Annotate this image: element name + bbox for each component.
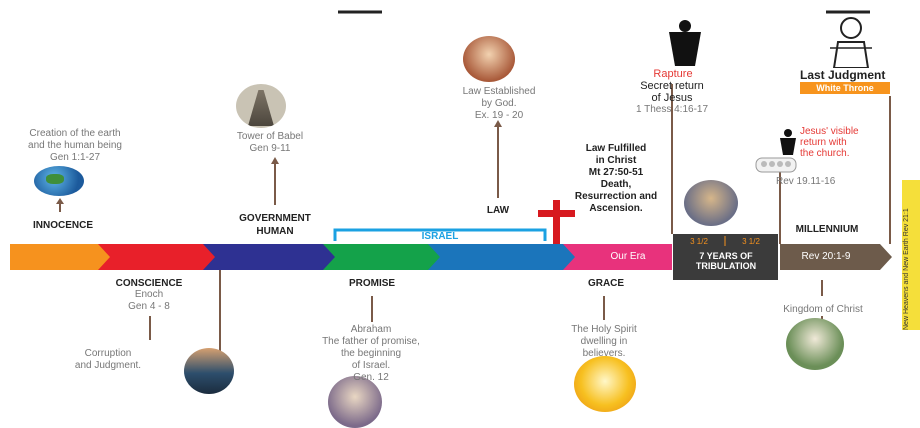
new-heavens-caption: New Heavens and New Earth Rev 21:1 [903, 208, 910, 330]
dove-icon [574, 356, 636, 412]
visible-return-line-2: return with [800, 137, 847, 148]
segment-grace [563, 244, 672, 270]
rapture-line-1: Secret return [640, 80, 704, 92]
law-established-note: Law Established by God. Ex. 19 - 20 [434, 86, 564, 122]
half-right-label: 3 1/2 [742, 237, 760, 246]
creation-line-1: Creation of the earth [29, 128, 121, 139]
corruption-line-1: Corruption [84, 348, 132, 359]
law-fulfilled-line-5: Resurrection and [574, 191, 658, 202]
government-line-2: HUMAN [256, 226, 294, 237]
holy-spirit-line-1: The Holy Spirit [571, 324, 637, 335]
government-line-1: GOVERNMENT [239, 213, 311, 224]
babel-note: Tower of Babel Gen 9-11 [210, 131, 330, 155]
flood-icon [184, 348, 234, 394]
label-conscience: CONSCIENCE [115, 278, 183, 289]
tribulation-line-1: 7 YEARS OF [699, 251, 753, 261]
saints-cloud-icon [755, 157, 797, 173]
kingdom-icon [786, 318, 844, 370]
our-era-label: Our Era [610, 251, 646, 262]
israel-bracket [333, 228, 547, 241]
half-left-label: 3 1/2 [690, 237, 708, 246]
segment-conscience [98, 244, 217, 270]
new-heavens-side-bar: New Heavens and New Earth Rev 21:1 [902, 180, 920, 330]
abraham-line-3: the beginning [340, 348, 402, 359]
cross-vertical [553, 200, 560, 244]
visible-return-line-3: the church. [800, 148, 850, 159]
tribulation-line-2: TRIBULATION [695, 261, 757, 271]
enoch-line-2: Gen 4 - 8 [128, 301, 170, 312]
rapture-note: Secret return of Jesus [622, 80, 722, 104]
label-promise: PROMISE [348, 278, 396, 289]
holy-spirit-note: The Holy Spirit dwelling in believers. [552, 324, 656, 360]
corruption-note: Corruption and Judgment. [48, 348, 168, 372]
segment-law [428, 244, 577, 270]
law-fulfilled-line-1: Law Fulfilled [585, 143, 647, 154]
corruption-line-2: and Judgment. [74, 360, 142, 371]
cross-horizontal [538, 210, 575, 217]
kingdom-note: Kingdom of Christ [783, 304, 863, 315]
earth-icon [34, 166, 84, 196]
abraham-line-4: of Israel. [351, 360, 391, 371]
law-fulfilled-line-6: Ascension. [589, 203, 643, 214]
abraham-line-2: The father of promise, [322, 336, 420, 347]
millennium-ref: Rev 20:1-9 [801, 251, 851, 262]
abraham-line-5: Gen. 12 [353, 372, 389, 383]
moses-icon [463, 36, 515, 82]
law-fulfilled-line-2: in Christ [595, 155, 637, 166]
tower-of-babel-icon [236, 84, 286, 128]
returning-christ-icon [780, 129, 796, 155]
throne-judge-icon [830, 17, 872, 68]
law-established-line-2: by God. [481, 98, 517, 109]
rapture-title: Rapture [653, 68, 693, 80]
enoch-line-1: Enoch [134, 289, 164, 300]
label-law: LAW [486, 205, 510, 216]
label-government: GOVERNMENT HUMAN [220, 212, 330, 238]
rapture-line-2: of Jesus [651, 92, 693, 104]
abraham-line-1: Abraham [350, 324, 392, 335]
rapture-ref: 1 Thess 4:16-17 [635, 104, 709, 115]
abraham-note: Abraham The father of promise, the begin… [296, 324, 446, 384]
label-innocence: INNOCENCE [32, 220, 93, 231]
enoch-note: Enoch Gen 4 - 8 [104, 289, 194, 313]
israel-label: ISRAEL [421, 231, 459, 242]
horsemen-icon [684, 180, 738, 226]
babel-line-2: Gen 9-11 [249, 143, 291, 154]
abraham-icon [328, 376, 382, 428]
rapture-figure-icon [669, 20, 701, 66]
label-millennium: MILLENNIUM [795, 224, 859, 235]
last-judgment-title: Last Judgment [800, 68, 886, 82]
segment-innocence [10, 244, 112, 270]
creation-line-2: and the human being [28, 140, 122, 151]
visible-return-line-1: Jesus' visible [800, 126, 859, 137]
babel-line-1: Tower of Babel [236, 131, 304, 142]
holy-spirit-line-2: dwelling in [580, 336, 628, 347]
rev19-ref: Rev 19.11-16 [776, 176, 836, 187]
law-fulfilled-line-4: Death, [600, 179, 632, 190]
holy-spirit-line-3: believers. [582, 348, 626, 359]
segment-government [203, 244, 337, 270]
tribulation-label: 7 YEARS OF TRIBULATION [676, 251, 776, 271]
law-fulfilled-line-3: Mt 27:50-51 [588, 167, 644, 178]
law-established-line-1: Law Established [462, 86, 536, 97]
law-established-line-3: Ex. 19 - 20 [474, 110, 524, 121]
creation-line-3: Gen 1:1-27 [49, 152, 101, 163]
segment-promise [323, 244, 442, 270]
creation-note: Creation of the earth and the human bein… [0, 128, 150, 164]
visible-return-note: Jesus' visible return with the church. [800, 126, 890, 159]
law-fulfilled-note: Law Fulfilled in Christ Mt 27:50-51 Deat… [560, 143, 672, 215]
segment-millennium [780, 244, 892, 270]
label-grace: GRACE [587, 278, 625, 289]
white-throne-badge: White Throne [800, 82, 890, 94]
